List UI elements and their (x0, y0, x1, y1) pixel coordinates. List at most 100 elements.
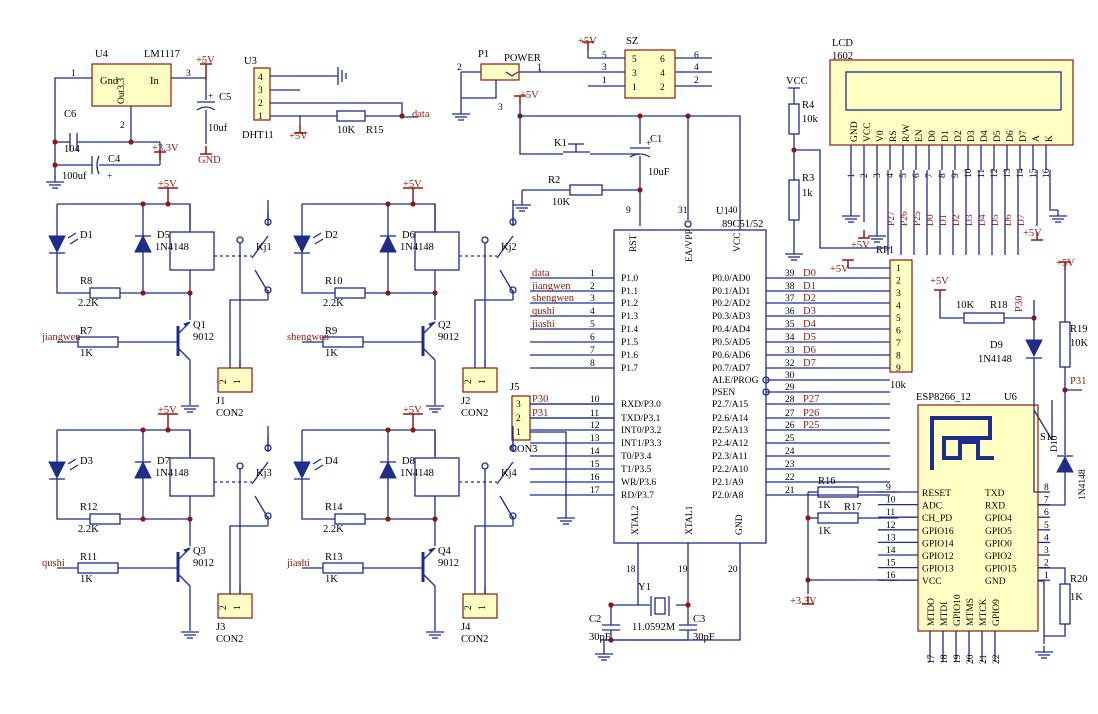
svg-text:D9: D9 (990, 340, 1003, 351)
svg-text:4: 4 (1044, 533, 1049, 543)
svg-text:S1: S1 (1040, 432, 1051, 443)
svg-text:21: 21 (979, 654, 989, 664)
svg-text:GPIO16: GPIO16 (922, 527, 954, 537)
svg-text:P27: P27 (887, 211, 897, 226)
svg-text:8: 8 (896, 352, 901, 362)
svg-text:5: 5 (632, 55, 637, 65)
svg-text:5: 5 (602, 51, 607, 61)
svg-text:30pF: 30pF (589, 632, 611, 643)
svg-text:7: 7 (925, 173, 935, 178)
svg-text:GND: GND (985, 577, 1006, 587)
svg-text:1K: 1K (818, 526, 831, 537)
svg-text:2.2K: 2.2K (323, 298, 344, 309)
svg-text:P0.0/AD0: P0.0/AD0 (712, 274, 751, 284)
svg-text:34: 34 (785, 333, 795, 343)
svg-text:9012: 9012 (193, 558, 214, 569)
svg-text:P2.0/A8: P2.0/A8 (712, 491, 744, 501)
svg-text:CON2: CON2 (216, 408, 243, 419)
svg-text:2: 2 (464, 605, 474, 610)
svg-text:6: 6 (590, 333, 595, 343)
svg-text:5: 5 (1044, 521, 1049, 531)
sz-switch: SZ 5 3 1 5 3 1 6 4 2 6 4 2 (602, 36, 699, 99)
svg-text:1N4148: 1N4148 (400, 242, 434, 253)
svg-text:13: 13 (1003, 168, 1013, 178)
svg-text:C2: C2 (589, 614, 601, 625)
svg-text:+5V: +5V (1056, 258, 1075, 269)
svg-text:2.2K: 2.2K (78, 298, 99, 309)
svg-text:ALE/PROG: ALE/PROG (712, 376, 759, 386)
svg-text:89C51/52: 89C51/52 (722, 219, 763, 230)
svg-text:+5V: +5V (830, 264, 849, 275)
svg-text:10: 10 (964, 168, 974, 178)
svg-text:GPIO12: GPIO12 (922, 552, 954, 562)
svg-text:P0.6/AD6: P0.6/AD6 (712, 351, 751, 361)
svg-text:shengwen: shengwen (532, 293, 575, 304)
svg-text:RXD/P3.0: RXD/P3.0 (621, 400, 661, 410)
svg-text:VCC: VCC (786, 76, 808, 87)
svg-text:D7: D7 (803, 358, 816, 369)
svg-text:3: 3 (632, 69, 637, 79)
svg-text:R16: R16 (818, 476, 836, 487)
svg-text:qushi: qushi (532, 306, 555, 317)
u4-gnd-pin: Gnd (100, 76, 119, 87)
svg-text:DHT11: DHT11 (242, 130, 274, 141)
svg-text:P2.1/A9: P2.1/A9 (712, 478, 744, 488)
svg-text:P0.5/AD5: P0.5/AD5 (712, 338, 751, 348)
svg-text:XTAL2: XTAL2 (631, 505, 641, 535)
svg-text:5: 5 (590, 320, 595, 330)
mcu-89c51: U1 89C51/52 RST EA/VPP VCC XTAL2 XTAL1 G… (530, 206, 890, 575)
svg-text:3: 3 (186, 69, 191, 79)
svg-text:1N4148: 1N4148 (400, 468, 434, 479)
svg-text:P26: P26 (803, 408, 819, 419)
svg-text:P31: P31 (532, 408, 548, 419)
svg-text:EN: EN (915, 129, 925, 142)
svg-text:1: 1 (478, 605, 488, 610)
svg-text:6: 6 (896, 327, 901, 337)
svg-text:V0: V0 (876, 130, 886, 142)
svg-text:6: 6 (1044, 508, 1049, 518)
svg-text:+5V: +5V (158, 179, 177, 190)
svg-text:35: 35 (785, 320, 795, 330)
svg-text:2: 2 (219, 605, 229, 610)
svg-text:D6: D6 (803, 345, 816, 356)
svg-text:15: 15 (590, 460, 600, 470)
u4-ref: U4 (95, 49, 109, 60)
svg-text:R20: R20 (1070, 574, 1088, 585)
svg-text:1N4148: 1N4148 (1078, 469, 1088, 500)
svg-text:1N4148: 1N4148 (155, 468, 189, 479)
svg-text:2: 2 (516, 414, 521, 424)
svg-text:2.2K: 2.2K (323, 524, 344, 535)
svg-text:R/W: R/W (902, 124, 912, 142)
svg-text:R14: R14 (325, 502, 343, 513)
power-jack: P1 POWER 2 1 3 (457, 49, 542, 113)
svg-text:+5V: +5V (403, 179, 422, 190)
svg-text:D7: D7 (1019, 130, 1029, 142)
svg-text:R9: R9 (325, 326, 337, 337)
svg-text:P2.5/A13: P2.5/A13 (712, 426, 748, 436)
svg-text:32: 32 (785, 359, 795, 369)
svg-text:P1.0: P1.0 (621, 274, 638, 284)
svg-text:GND: GND (735, 514, 745, 535)
lm1117-regulator: U4 LM1117 Gnd In Out3.3 1 3 2 (71, 49, 191, 131)
svg-text:D3: D3 (965, 214, 975, 226)
con2-connector (462, 593, 498, 619)
svg-text:22: 22 (785, 473, 795, 483)
svg-text:2: 2 (1044, 559, 1049, 569)
svg-text:VCC: VCC (733, 232, 743, 252)
svg-text:2.2K: 2.2K (78, 524, 99, 535)
svg-text:11: 11 (977, 169, 987, 178)
svg-text:+3.3V: +3.3V (790, 596, 817, 607)
svg-text:P30: P30 (532, 394, 548, 405)
svg-text:1: 1 (602, 76, 607, 86)
reset-button-k1: K1 (554, 138, 640, 155)
svg-text:16: 16 (590, 473, 600, 483)
svg-text:2: 2 (860, 173, 870, 178)
svg-text:data: data (412, 109, 430, 120)
svg-text:23: 23 (785, 460, 795, 470)
svg-text:P0.7/AD7: P0.7/AD7 (712, 364, 751, 374)
svg-text:P0.3/AD3: P0.3/AD3 (712, 312, 751, 322)
svg-text:1: 1 (233, 605, 243, 610)
